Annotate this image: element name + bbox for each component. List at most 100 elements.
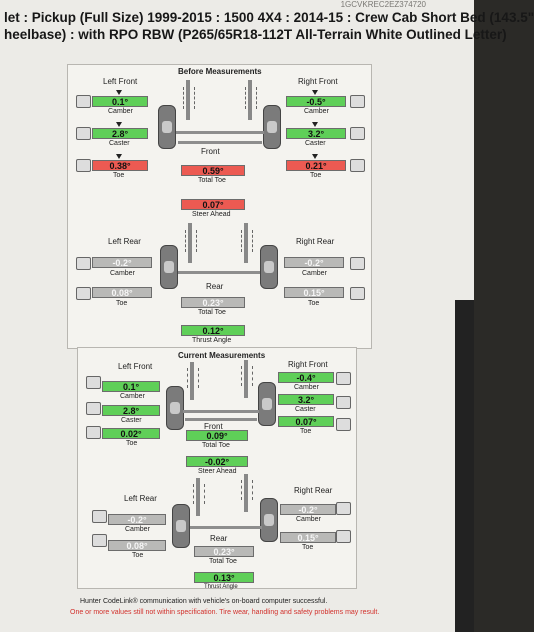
before-left-caster-value: 2.8° [92,128,148,139]
before-right-rear-toe-value: 0.15° [284,287,344,298]
vin-text: 1GCVKREC2EZ374720 [340,0,426,9]
arrow-down-icon [312,154,318,159]
camber-icon [86,376,101,389]
current-thrust-value: 0.13° [194,572,254,583]
before-right-rear-camber-value: -0.2° [284,257,344,268]
before-right-rear-camber-label: Camber [302,270,327,277]
wheel-icon [260,245,278,289]
current-right-camber-label: Camber [294,384,319,391]
before-left-rear-camber-value: -0.2° [92,257,152,268]
arrow-down-icon [116,90,122,95]
before-right-rear-toe-label: Toe [308,300,320,307]
strut-icon [248,80,252,120]
spring-icon [241,366,253,386]
strut-icon [186,80,190,120]
before-right-caster-value: 3.2° [286,128,346,139]
spring-icon [245,87,257,109]
front-label: Front [201,147,220,156]
current-left-caster-label: Caster [121,417,142,424]
wheel-icon [160,245,178,289]
rear-axle [178,271,260,274]
current-left-toe-label: Toe [126,440,138,447]
spring-icon [183,87,195,109]
strut-icon [188,223,192,263]
current-right-toe-label: Toe [300,428,312,435]
control-arm [176,131,264,134]
caster-icon [336,396,351,409]
before-left-toe-label: Toe [113,172,125,179]
camber-icon [76,95,91,108]
current-right-caster-label: Caster [295,406,316,413]
vehicle-header-line2: heelbase) : with RPO RBW (P265/65R18-112… [4,27,507,42]
toe-icon [350,159,365,172]
spec-warning: One or more values still not within spec… [70,609,380,616]
strut-icon [196,478,200,516]
before-steer-ahead-value: 0.07° [181,199,245,210]
before-thrust-label: Thrust Angle [192,337,232,344]
toe-icon [86,426,101,439]
strut-icon [244,360,248,398]
current-left-rear-camber-label: Camber [125,526,150,533]
current-thrust-label: Thrust Angle [204,584,238,590]
wheel-icon [258,382,276,426]
camber-icon [350,257,365,270]
current-right-toe-value: 0.07° [278,416,334,427]
spring-icon [193,484,205,504]
arrow-down-icon [116,154,122,159]
strut-icon [190,362,194,400]
current-rear-total-toe-label: Total Toe [209,558,237,565]
before-total-toe-value: 0.59° [181,165,245,176]
current-left-rear-toe-label: Toe [132,552,144,559]
strut-icon [244,223,248,263]
caster-icon [350,127,365,140]
current-right-rear-toe-value: 0.15° [280,532,336,543]
toe-icon [92,534,107,547]
strut-icon [244,474,248,512]
caster-icon [76,127,91,140]
current-rear-total-toe-value: 0.23° [194,546,254,557]
control-arm [185,418,257,421]
current-title: Current Measurements [178,351,266,360]
toe-icon [76,159,91,172]
current-left-caster-value: 2.8° [102,405,160,416]
camber-icon [76,257,91,270]
before-left-camber-value: 0.1° [92,96,148,107]
before-left-toe-value: 0.38° [92,160,148,171]
camber-icon [336,372,351,385]
current-right-rear-toe-label: Toe [302,544,314,551]
spring-icon [187,368,199,388]
wheel-icon [263,105,281,149]
wheel-icon [260,498,278,542]
right-rear-label: Right Rear [296,237,335,246]
before-right-caster-label: Caster [305,140,326,147]
current-measurements-panel: Current Measurements Left Front Right Fr… [77,347,357,590]
front-label: Front [204,422,223,431]
vehicle-header: let : Pickup (Full Size) 1999-2015 : 150… [4,9,534,43]
dark-background-edge [455,300,474,632]
before-thrust-value: 0.12° [181,325,245,336]
current-total-toe-value: 0.09° [186,430,248,441]
left-front-label: Left Front [118,362,153,371]
spring-icon [185,230,197,252]
rear-axle [190,526,262,529]
before-steer-ahead-label: Steer Ahead [192,211,231,218]
before-total-toe-label: Total Toe [198,177,226,184]
current-left-camber-value: 0.1° [102,381,160,392]
current-left-rear-toe-value: 0.08° [108,540,166,551]
before-left-caster-label: Caster [109,140,130,147]
spring-icon [241,230,253,252]
current-left-camber-label: Camber [120,393,145,400]
camber-icon [350,95,365,108]
caster-icon [86,402,101,415]
before-left-rear-toe-label: Toe [116,300,128,307]
arrow-down-icon [312,90,318,95]
right-front-label: Right Front [298,77,338,86]
before-left-rear-camber-label: Camber [110,270,135,277]
before-right-camber-label: Camber [304,108,329,115]
before-rear-total-toe-value: 0.23° [181,297,245,308]
before-rear-total-toe-label: Total Toe [198,309,226,316]
wheel-icon [166,386,184,430]
current-left-rear-camber-value: -0.2° [108,514,166,525]
rear-label: Rear [206,282,224,291]
